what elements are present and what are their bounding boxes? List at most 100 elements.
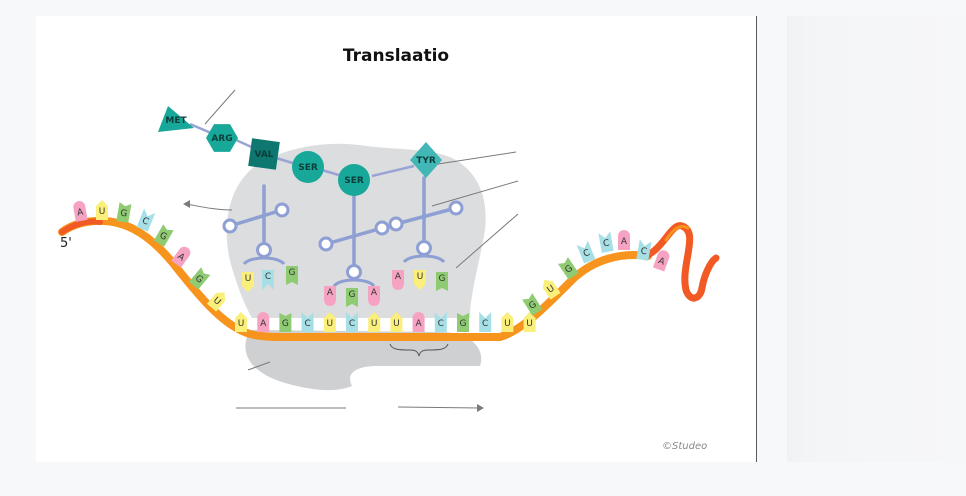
mrna-base-left-8-shape [206,292,226,312]
credit-text: ©Studeo [662,441,708,452]
trna-3-anticodon-3: G [436,272,448,291]
mrna-base-right-3: G [557,257,579,280]
trna-2-anticodon-2-letter: G [349,290,356,300]
trna-3-anticodon-1-letter: A [395,272,402,282]
mrna-base-bottom-12: C [479,312,492,332]
mrna-base-right-4: C [576,240,596,264]
mrna-base-left-5: G [153,224,174,247]
mrna-base-left-6-shape [171,246,191,268]
peptide-link-4 [321,168,343,178]
mrna-base-left-2: U [96,200,108,220]
leader-line-amino-acid [437,151,517,165]
mrna-tail-highlight [664,225,690,242]
mrna-base-bottom-11-shape [457,313,469,332]
trna-3-anticodon-3-letter: G [439,274,446,284]
mrna-base-left-7: G [188,267,211,290]
mrna-base-right-7-letter: C [640,246,648,257]
mrna-base-bottom-6-shape [346,312,358,332]
amino-acid-val-3: VAL [248,138,280,170]
exit-arrow-head [183,200,190,208]
trna-1-anticodon-1: U [242,272,254,292]
mrna-base-left-1: A [73,201,88,222]
mrna-base-bottom-3-letter: G [282,319,289,329]
trna-1-loop-left [222,218,238,234]
panel-divider [756,16,757,462]
trna-2-anticodon-3-shape [368,286,380,306]
mrna-base-right-7: C [636,239,652,261]
mrna-base-bottom-7: U [368,312,381,332]
mrna-base-right-1: G [522,293,543,316]
mrna-base-right-2-shape [542,279,561,300]
trna-2-anticodon-arm [332,278,376,288]
mrna-base-right-7-shape [636,239,652,261]
trna-1-anticodon-3-shape [286,266,298,285]
trna-2-anticodon-3-letter: A [371,288,378,298]
trna-3-anticodon-1: A [392,270,404,290]
trna-2-arm [324,226,384,246]
mrna-base-right-6: A [618,230,630,250]
trna-2-loop-left [318,236,334,252]
mrna-base-bottom-6: C [346,312,358,332]
trna-1-anticodon-3: G [286,266,298,285]
trna-2-anticodon-1-shape [324,286,336,306]
exit-arrow-line [185,203,233,211]
mrna-base-right-6-letter: A [621,237,628,247]
mrna-base-right-5-letter: C [602,238,610,249]
amino-acid-shape-3 [248,138,280,170]
mrna-base-bottom-11: G [457,313,469,332]
mrna-base-bottom-12-letter: C [482,319,488,329]
mrna-base-left-3: G [116,202,132,223]
mrna-backbone-right [496,251,652,341]
mrna-base-bottom-5: U [323,312,336,332]
mrna-base-right-8-letter: A [657,256,667,268]
trna-1-arm [228,208,284,228]
mrna-base-right-8: A [652,250,670,272]
trna-3-loop-bottom [416,240,432,256]
mrna-base-bottom-4-letter: C [304,319,310,329]
mrna-base-right-2: U [542,279,561,300]
trna-2-anticodon-2-shape [346,288,358,307]
trna-3-anticodon-2: U [414,270,426,290]
amino-acid-shape-2 [206,124,238,152]
mrna-base-bottom-14: U [523,312,536,332]
amino-acid-label-5: SER [344,176,364,186]
mrna-base-bottom-2-letter: A [260,319,267,329]
mrna-base-bottom-1: U [235,312,247,332]
mrna-base-left-6-letter: A [175,252,187,264]
mrna-base-right-5: C [598,231,614,253]
mrna-base-bottom-10-letter: C [438,319,444,329]
mrna-base-right-4-shape [576,240,596,264]
mrna-base-right-3-shape [557,257,579,280]
mrna-base-bottom-11-letter: G [460,319,467,329]
amino-acid-label-1: MET [165,116,187,126]
trna-1-anticodon-1-letter: U [245,274,252,284]
mrna-base-bottom-3: G [279,313,292,332]
leader-line-trna [431,180,519,207]
mrna-strand [58,216,720,341]
mrna-base-bottom-9: A [412,312,425,332]
amino-acid-met-1: MET [158,106,194,132]
mrna-base-bottom-4-shape [301,312,314,332]
amino-acid-shape-5 [338,164,370,196]
mrna-base-bottom-2: A [257,312,270,332]
mrna-base-left-8: U [206,292,226,312]
mrna-base-bottom-4: C [301,312,314,332]
codon-bracket [389,343,449,357]
trna-3-loop-left [388,216,404,232]
amino-acid-label-4: SER [298,163,318,173]
trna-2-anticodon-3: A [368,286,380,306]
mrna-base-left-1-shape [73,201,88,222]
mrna-base-bottom-10: C [434,312,447,332]
mrna-base-bottom-6-letter: C [349,319,355,329]
peptide-link-5 [371,164,415,178]
trna-3-anticodon-1-shape [392,270,404,290]
mrna-base-left-4-letter: C [140,216,150,228]
mrna-base-right-8-shape [652,250,670,272]
mrna-base-bottom-7-letter: U [371,319,378,329]
mrna-base-bottom-2-shape [257,312,270,332]
leader-lines [185,89,519,409]
trna-3-arm [394,206,458,226]
mrna-base-right-1-letter: G [527,300,538,312]
